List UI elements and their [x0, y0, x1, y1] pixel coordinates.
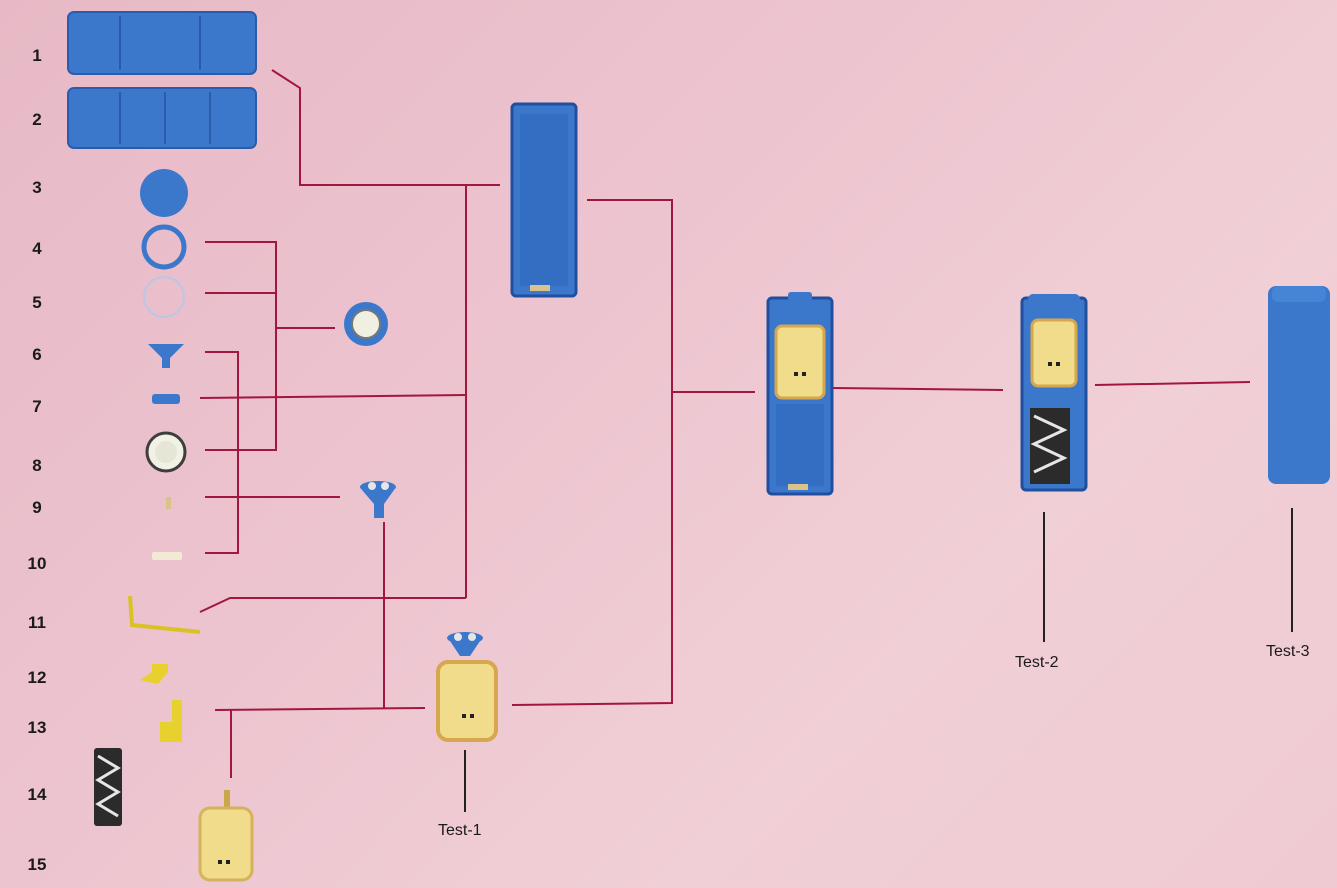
clip-part-7 [152, 394, 180, 404]
pin-part-9 [166, 497, 171, 509]
housing-half-part-2 [68, 88, 256, 148]
connector-lines [200, 70, 1250, 778]
assembly-test-2 [1022, 294, 1086, 490]
tab-part-10 [152, 552, 182, 560]
funnel-subassembly [360, 481, 396, 518]
finished-unit-test-3 [1268, 286, 1330, 484]
motor-part-15 [200, 790, 252, 880]
lens-ring-subassembly [344, 302, 388, 346]
ring-part-4 [144, 227, 184, 267]
housing-assembly [512, 104, 576, 296]
test-3-label: Test-3 [1266, 643, 1310, 661]
funnel-part-6 [148, 344, 184, 368]
contact-part-13 [160, 700, 182, 742]
contact-part-12 [140, 664, 168, 684]
thin-ring-part-5 [144, 277, 184, 317]
partial-assembly [768, 292, 832, 494]
spring-part-14 [94, 748, 122, 826]
housing-half-part-1 [68, 12, 256, 74]
cap-part-3 [140, 169, 188, 217]
test-lines [465, 508, 1292, 812]
contact-part-11 [130, 596, 200, 632]
test-1-label: Test-1 [438, 822, 482, 840]
motor-assembly-test-1 [438, 632, 496, 740]
test-2-label: Test-2 [1015, 654, 1059, 672]
lens-part-8 [147, 433, 185, 471]
